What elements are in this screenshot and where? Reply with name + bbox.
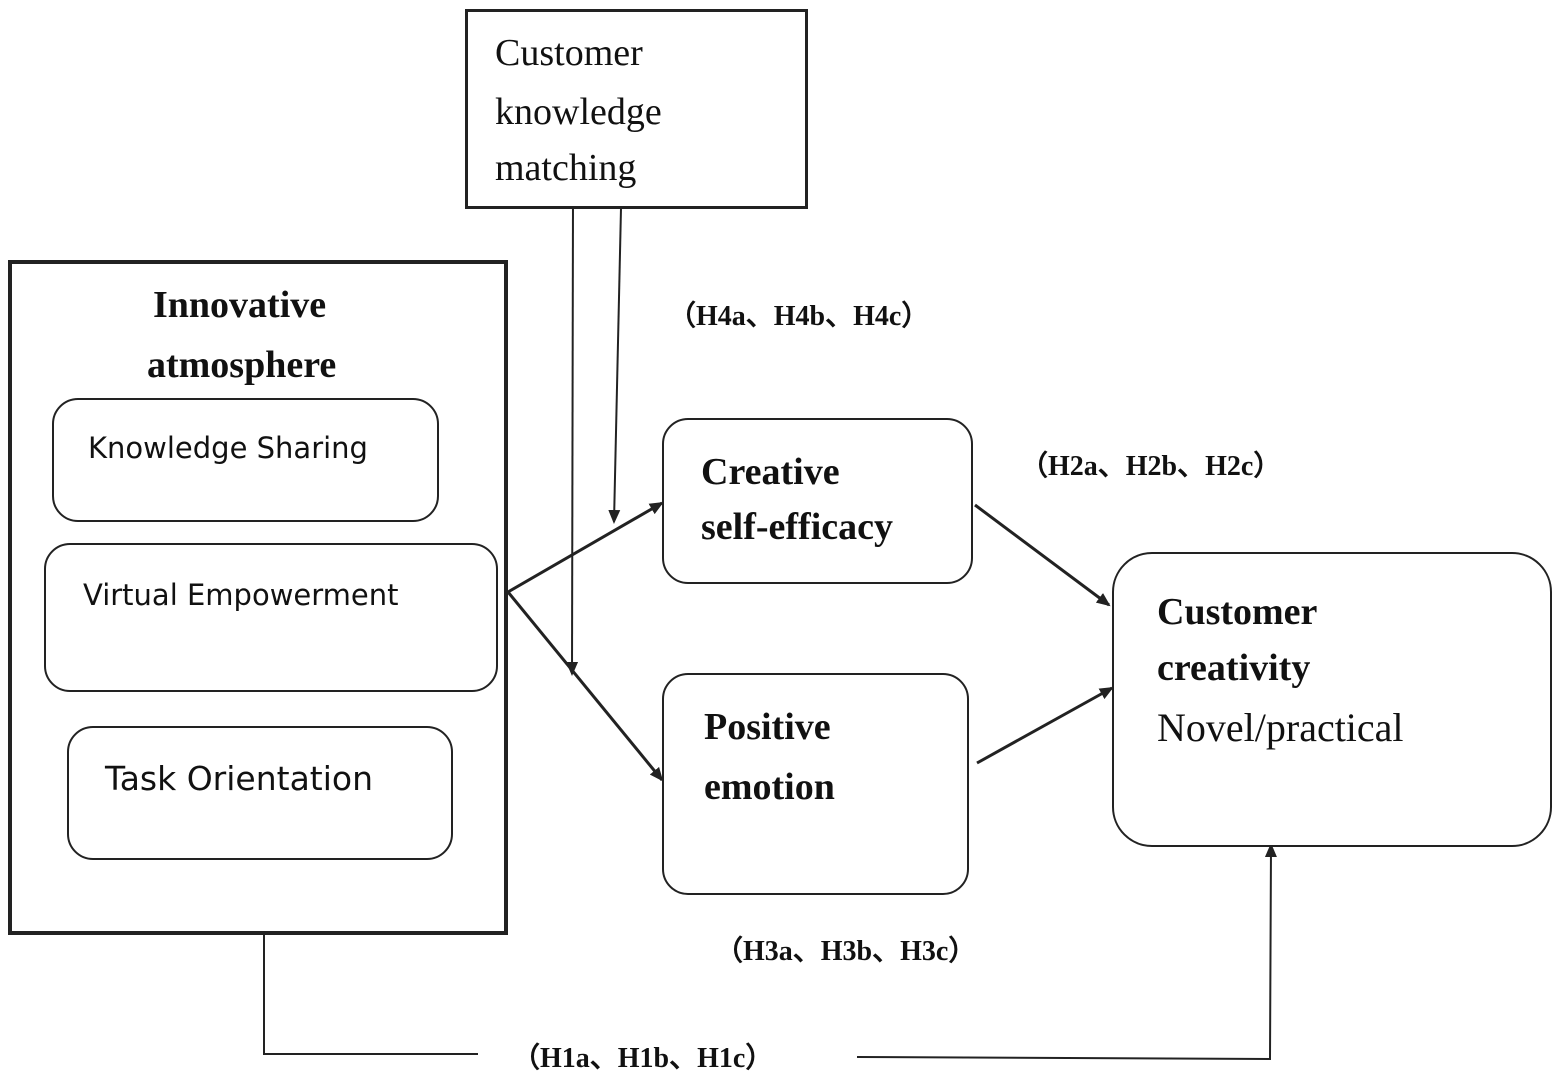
customer-creativity-line-1: Customer: [1157, 591, 1318, 633]
arrow-positive-emotion-to-creativity: [976, 686, 1114, 765]
hypothesis-label-h2: （H2a、H2b、H2c）: [1020, 451, 1282, 482]
knowledge-sharing-label: Knowledge Sharing: [88, 431, 368, 465]
positive-emotion-line-2: emotion: [704, 766, 835, 808]
task-orientation-label: Task Orientation: [105, 759, 374, 798]
positive-emotion-box: [662, 673, 969, 895]
arrow-self-efficacy-to-creativity: [974, 503, 1111, 607]
innovative-atmosphere-title-1: Innovative: [153, 284, 327, 326]
creative-self-efficacy-box: [662, 418, 973, 584]
path-direct-effect-left: [263, 934, 478, 1055]
arrow-atmosphere-to-positive-emotion: [506, 591, 664, 782]
customer-creativity-line-3: Novel/practical: [1157, 705, 1404, 750]
knowledge-matching-line-1: Customer: [495, 32, 643, 74]
knowledge-matching-line-2: knowledge: [495, 91, 662, 133]
customer-creativity-box: [1112, 552, 1552, 847]
virtual-empowerment-box: [44, 543, 498, 692]
arrow-matching-to-path-lower: [566, 196, 579, 676]
hypothesis-label-h4: （H4a、H4b、H4c）: [668, 301, 930, 332]
customer-creativity-line-2: creativity: [1157, 647, 1311, 689]
creative-self-efficacy-line-2: self-efficacy: [701, 506, 893, 548]
arrow-direct-effect-right: [856, 843, 1277, 1061]
arrow-atmosphere-to-self-efficacy: [507, 501, 664, 594]
virtual-empowerment-label: Virtual Empowerment: [83, 578, 399, 612]
positive-emotion-line-1: Positive: [704, 706, 831, 748]
innovative-atmosphere-title-2: atmosphere: [147, 344, 337, 386]
knowledge-matching-line-3: matching: [495, 147, 637, 189]
hypothesis-label-h1: （H1a、H1b、H1c）: [512, 1043, 774, 1072]
knowledge-sharing-box: [52, 398, 439, 522]
knowledge-matching-box: [465, 9, 808, 209]
hypothesis-label-h3: （H3a、H3b、H3c）: [715, 936, 977, 967]
creative-self-efficacy-line-1: Creative: [701, 451, 840, 493]
task-orientation-box: [67, 726, 453, 860]
arrow-matching-to-path-upper: [608, 207, 622, 524]
